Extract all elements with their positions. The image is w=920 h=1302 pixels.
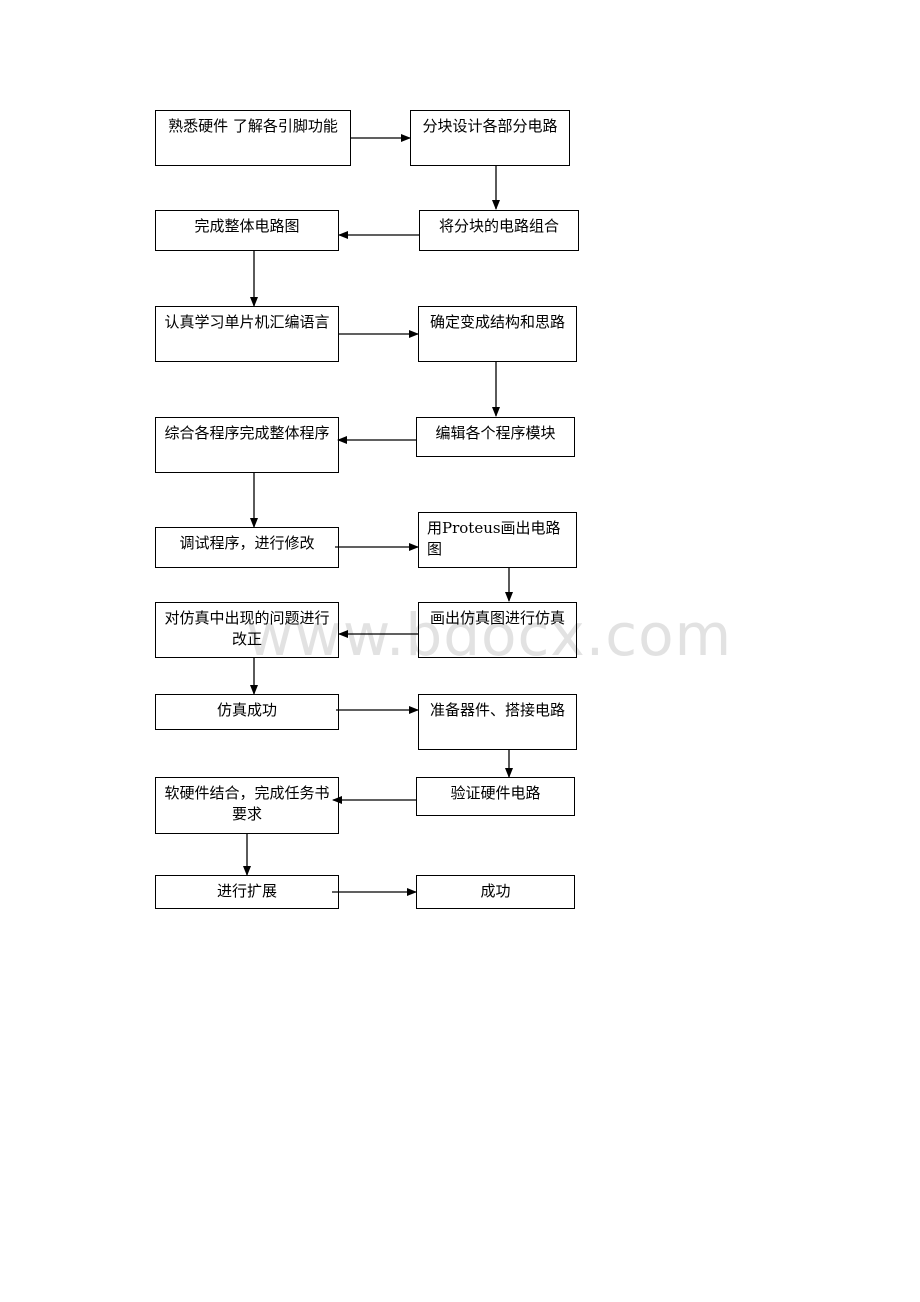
node-n15: 验证硬件电路 — [416, 777, 575, 816]
node-label: 准备器件、搭接电路 — [429, 701, 565, 719]
node-label: 完成整体电路图 — [194, 217, 300, 235]
node-n17: 进行扩展 — [155, 875, 339, 909]
node-label: 成功 — [480, 882, 511, 900]
node-label: 对仿真中出现的问题进行改正 — [164, 609, 330, 648]
node-label: 仿真成功 — [216, 701, 277, 719]
node-label: 调试程序，进行修改 — [179, 534, 315, 552]
node-label: 认真学习单片机汇编语言 — [164, 313, 330, 331]
node-n3: 将分块的电路组合 — [419, 210, 579, 251]
node-n16: 软硬件结合，完成任务书要求 — [155, 777, 339, 834]
node-label: 画出仿真图进行仿真 — [429, 609, 565, 627]
node-n5: 认真学习单片机汇编语言 — [155, 306, 339, 362]
node-n9: 调试程序，进行修改 — [155, 527, 339, 568]
node-n7: 编辑各个程序模块 — [416, 417, 575, 457]
node-label: 熟悉硬件 了解各引脚功能 — [168, 117, 338, 135]
node-n11: 画出仿真图进行仿真 — [418, 602, 577, 658]
node-n10: 用Proteus画出电路图 — [418, 512, 577, 568]
node-n1: 熟悉硬件 了解各引脚功能 — [155, 110, 351, 166]
node-label: 将分块的电路组合 — [438, 217, 559, 235]
node-label: 进行扩展 — [216, 882, 277, 900]
node-label: 综合各程序完成整体程序 — [164, 424, 330, 442]
node-n4: 完成整体电路图 — [155, 210, 339, 251]
node-label: 编辑各个程序模块 — [435, 424, 556, 442]
node-n8: 综合各程序完成整体程序 — [155, 417, 339, 473]
node-n6: 确定变成结构和思路 — [418, 306, 577, 362]
node-label: 软硬件结合，完成任务书要求 — [164, 784, 330, 823]
node-n12: 对仿真中出现的问题进行改正 — [155, 602, 339, 658]
node-n2: 分块设计各部分电路 — [410, 110, 570, 166]
node-n13: 仿真成功 — [155, 694, 339, 730]
node-label: 用Proteus画出电路图 — [427, 519, 561, 558]
node-label: 确定变成结构和思路 — [429, 313, 565, 331]
node-label: 验证硬件电路 — [450, 784, 541, 802]
node-label: 分块设计各部分电路 — [422, 117, 558, 135]
node-n18: 成功 — [416, 875, 575, 909]
node-n14: 准备器件、搭接电路 — [418, 694, 577, 750]
